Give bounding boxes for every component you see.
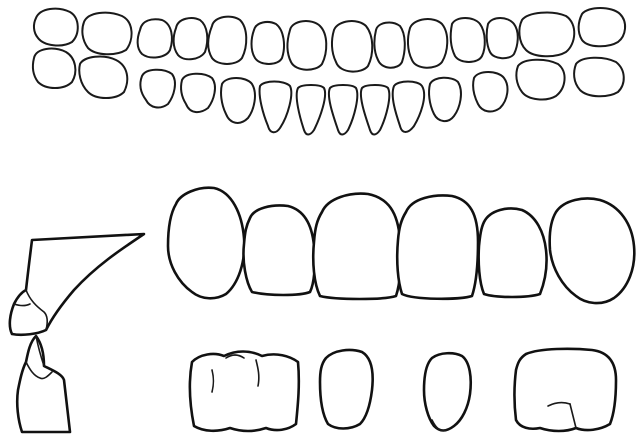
upper-tooth-13 xyxy=(519,13,574,57)
first-molar-crown xyxy=(190,352,299,432)
lower-tooth-9 xyxy=(361,85,389,135)
lower-tooth-7 xyxy=(297,85,325,135)
lower-tooth-5 xyxy=(221,78,255,123)
upper-tooth-5 xyxy=(208,17,246,64)
lower-tooth-6 xyxy=(260,82,292,133)
lower-tooth-3 xyxy=(140,70,175,108)
lower-tooth-4 xyxy=(181,74,215,112)
lower-incisor-lateral-profile xyxy=(17,336,70,432)
upper-tooth-11 xyxy=(451,18,485,62)
lower-tooth-10 xyxy=(393,82,424,133)
upper-tooth-7 xyxy=(288,21,327,70)
lower-tooth-8 xyxy=(329,85,357,135)
posterior-teeth-crown-views xyxy=(190,349,616,431)
upper-tooth-6 xyxy=(252,22,285,64)
second-molar-crown xyxy=(515,349,617,431)
upper-tooth-9 xyxy=(374,23,404,68)
right-central-incisor-labial xyxy=(313,194,401,299)
lower-tooth-12 xyxy=(473,72,507,111)
upper-tooth-4 xyxy=(174,18,208,59)
lower-arch-occlusal-outline xyxy=(33,49,624,135)
lower-tooth-14 xyxy=(574,58,624,97)
upper-tooth-10 xyxy=(408,19,447,68)
left-canine-labial xyxy=(550,199,635,304)
lower-tooth-11 xyxy=(429,78,461,121)
upper-tooth-2 xyxy=(82,13,131,55)
first-premolar-crown xyxy=(424,353,471,430)
second-premolar-crown xyxy=(320,350,373,429)
upper-incisor-lateral-profile xyxy=(10,234,144,335)
lower-tooth-1 xyxy=(33,49,76,88)
left-central-incisor-labial xyxy=(397,196,478,299)
upper-tooth-3 xyxy=(138,19,172,57)
upper-tooth-14 xyxy=(579,8,625,46)
lower-tooth-13 xyxy=(516,60,564,100)
upper-tooth-1 xyxy=(34,9,78,46)
right-lateral-incisor-labial xyxy=(243,206,314,296)
right-canine-labial xyxy=(168,188,244,299)
anterior-teeth-labial-view xyxy=(168,188,634,303)
incisor-profile-views xyxy=(10,234,144,432)
upper-tooth-12 xyxy=(487,18,518,58)
upper-tooth-8 xyxy=(332,21,372,72)
lower-tooth-2 xyxy=(79,57,127,98)
left-lateral-incisor-labial xyxy=(479,209,547,298)
